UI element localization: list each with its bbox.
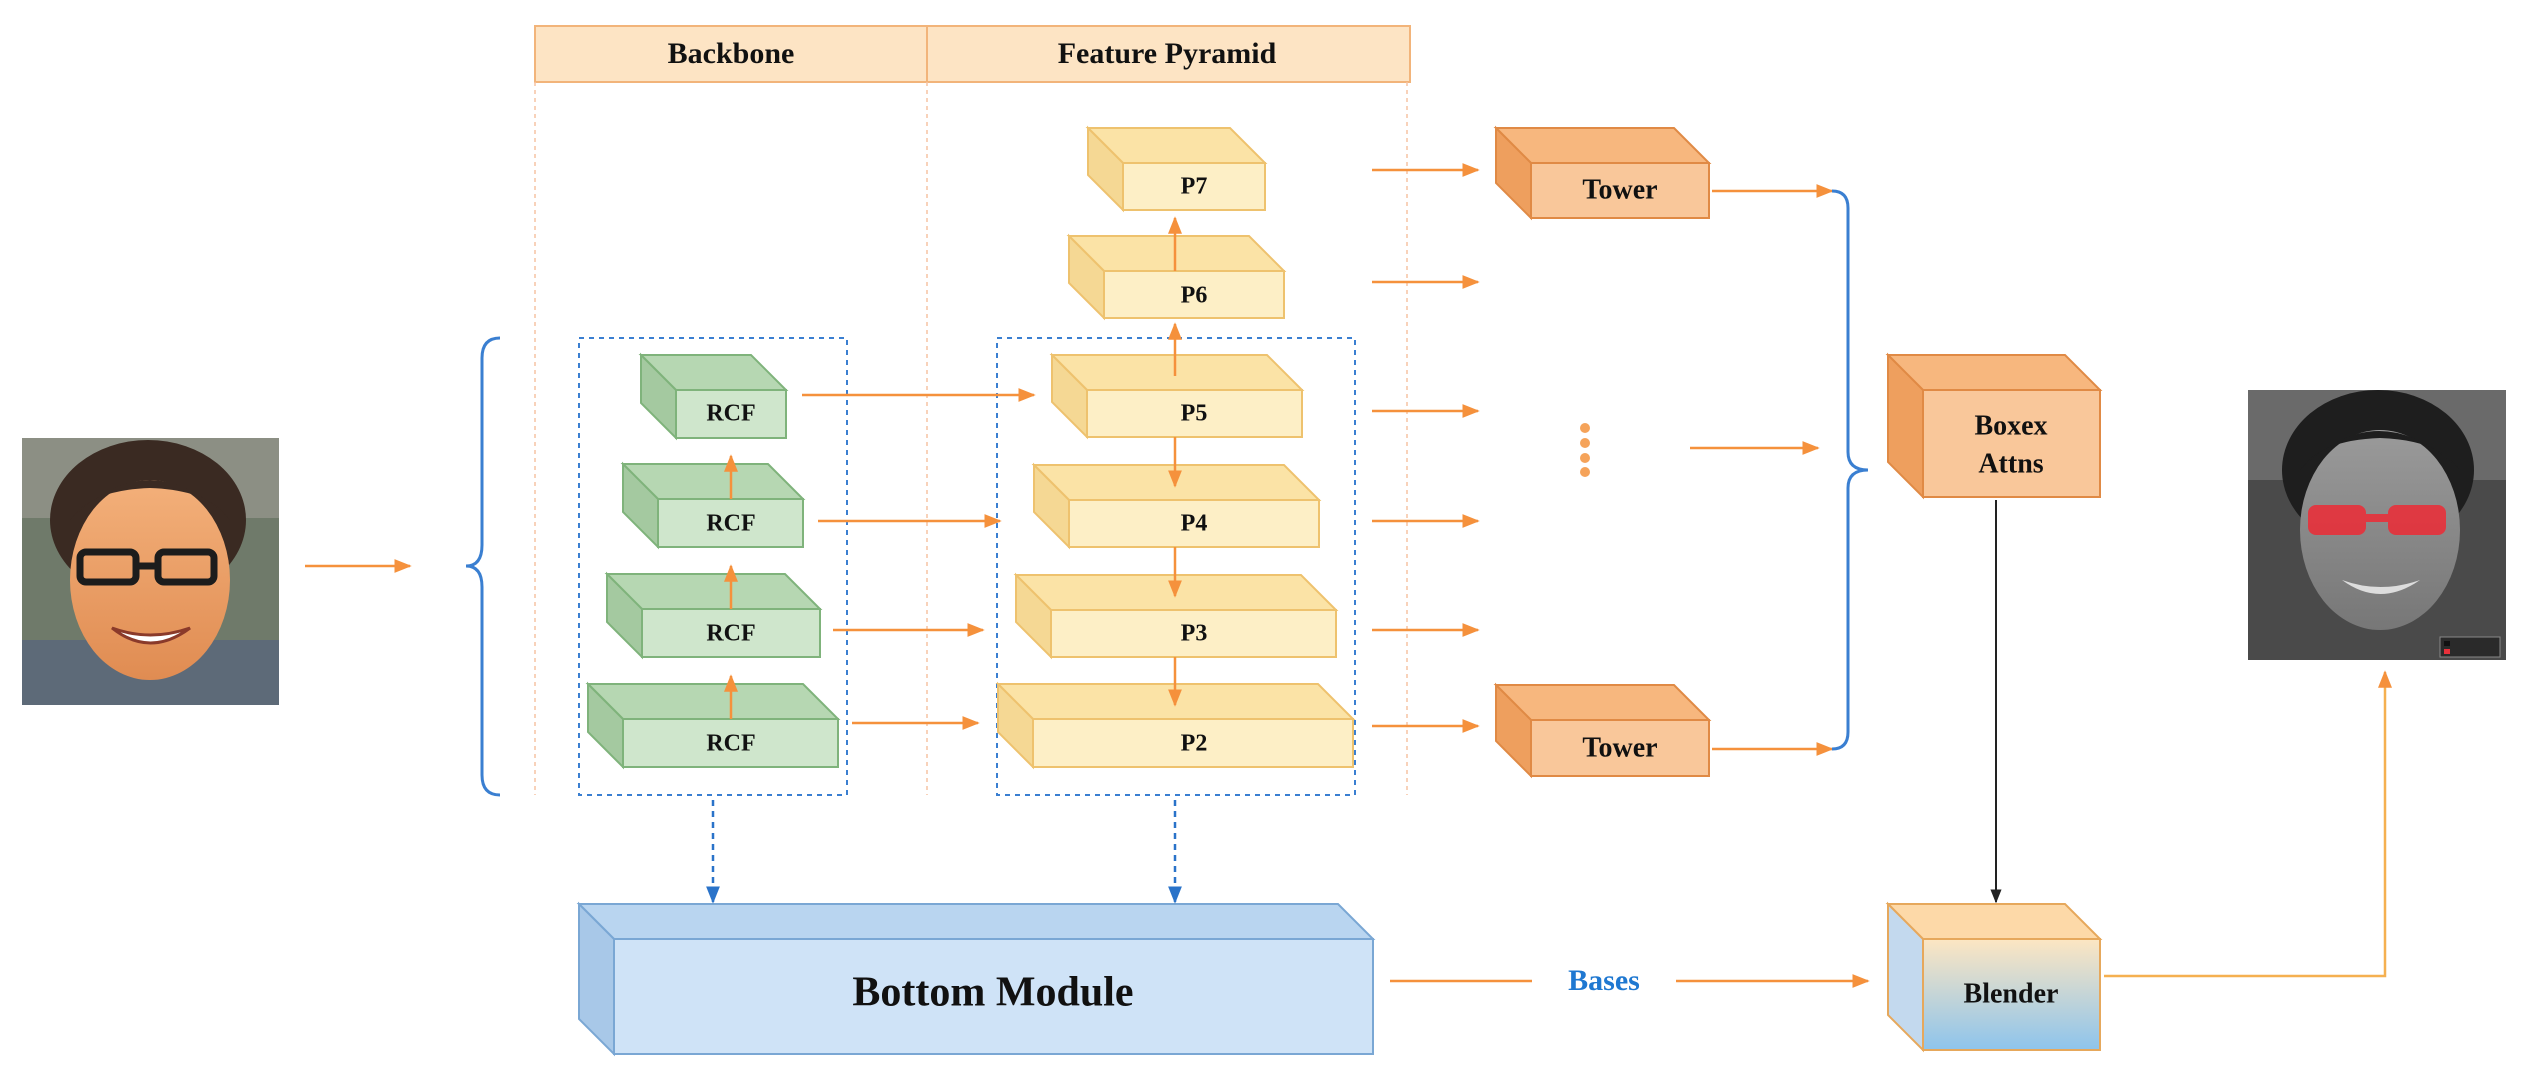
lateral-arrows (802, 388, 1036, 730)
rcf-label: RCF (706, 731, 755, 757)
input-bracket (465, 336, 501, 797)
backbone-group (578, 337, 848, 796)
to-bottom-arrows (706, 800, 1182, 904)
rcf-label: RCF (706, 511, 755, 537)
column-separators (534, 82, 1408, 795)
rcf-label: RCF (706, 621, 755, 647)
tower-label: Tower (1582, 732, 1657, 763)
attn-label-line2: Attns (1978, 448, 2043, 479)
tower-top: Tower (1493, 125, 1712, 221)
pyramid-group (996, 337, 1356, 796)
feature-pyramid-header: Feature Pyramid (1058, 37, 1277, 70)
input-face-image (22, 438, 279, 705)
p3-label: P3 (1181, 621, 1208, 647)
attn-label-line1: Boxex (1974, 410, 2047, 441)
tower-label: Tower (1582, 174, 1657, 205)
rcf-block: RCF (638, 352, 789, 441)
bases-label: Bases (1568, 964, 1640, 997)
p4-label: P4 (1181, 511, 1208, 537)
pyramid-level-p5: P5 (1049, 352, 1305, 440)
blender-label: Blender (1964, 978, 2059, 1009)
pyramid-level-p4: P4 (1031, 462, 1322, 550)
pyramid-levels: P7 P6 P5 P4 P3 (995, 125, 1356, 770)
heads-bracket (1831, 189, 1869, 751)
p5-label: P5 (1181, 401, 1208, 427)
bottom-module: Bottom Module (576, 901, 1376, 1057)
ellipsis-dots (1580, 423, 1590, 477)
blender-box: Blender (1885, 901, 2103, 1053)
tower-output-arrows (1690, 184, 1834, 756)
backbone-header: Backbone (668, 37, 795, 70)
rcf-block: RCF (585, 681, 841, 770)
p7-label: P7 (1181, 174, 1208, 200)
p2-label: P2 (1181, 731, 1208, 757)
rcf-block: RCF (620, 461, 806, 550)
pyramid-level-p6: P6 (1066, 233, 1287, 321)
rcf-block: RCF (604, 571, 823, 660)
attn-box: Boxex Attns (1885, 352, 2103, 500)
tower-bottom: Tower (1493, 682, 1712, 779)
bottom-module-label: Bottom Module (852, 970, 1133, 1016)
output-segmentation-image (2248, 390, 2506, 660)
p6-label: P6 (1181, 283, 1208, 309)
blender-to-output-arrow (2104, 670, 2392, 978)
backbone-blocks: RCF RCF RCF RCF (585, 352, 841, 770)
header-bar: Backbone Feature Pyramid (534, 25, 1411, 83)
pyramid-level-p7: P7 (1085, 125, 1268, 213)
rcf-label: RCF (706, 401, 755, 427)
head-arrows (1372, 163, 1480, 733)
